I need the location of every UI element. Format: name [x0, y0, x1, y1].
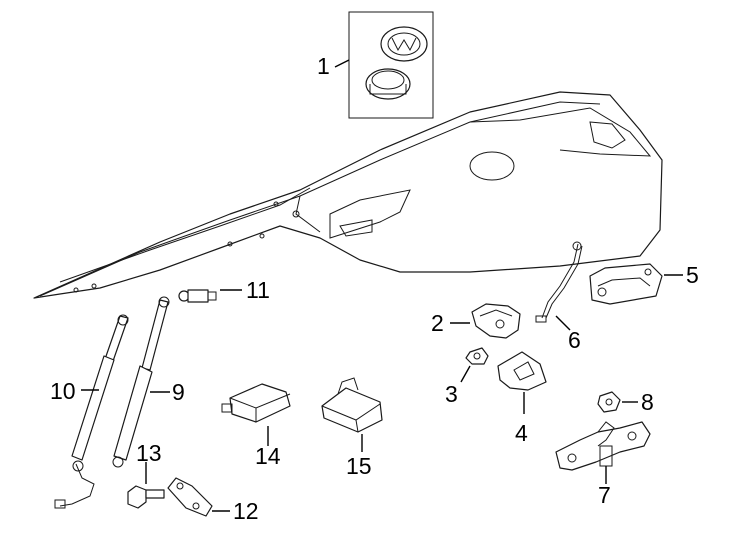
lock-actuator[interactable]	[589, 263, 663, 305]
lift-support-left[interactable]	[54, 314, 129, 509]
trunk-lid-latch[interactable]	[471, 303, 521, 339]
callout-14[interactable]: 14	[255, 443, 281, 469]
ball-stud[interactable]	[178, 289, 217, 303]
callout-9[interactable]: 9	[172, 379, 185, 405]
callout-4[interactable]: 4	[515, 420, 528, 446]
callout-12[interactable]: 12	[233, 498, 259, 524]
lift-support-right[interactable]	[112, 296, 170, 468]
callout-1[interactable]: 1	[317, 53, 330, 79]
bolt[interactable]	[127, 485, 165, 509]
release-cable[interactable]	[535, 241, 583, 323]
callout-7[interactable]: 7	[598, 482, 611, 508]
nut[interactable]	[597, 391, 621, 413]
leader-3	[460, 365, 471, 383]
emblem-box[interactable]	[348, 11, 434, 119]
callout-10[interactable]: 10	[50, 378, 76, 404]
clip-nut[interactable]	[465, 347, 489, 365]
striker-plate[interactable]	[555, 421, 651, 471]
callout-2[interactable]: 2	[431, 310, 444, 336]
light-module[interactable]	[321, 377, 383, 433]
callout-8[interactable]: 8	[641, 389, 654, 415]
callout-5[interactable]: 5	[686, 262, 699, 288]
control-module[interactable]	[221, 383, 291, 423]
leader-1	[334, 59, 350, 68]
callout-6[interactable]: 6	[568, 327, 581, 353]
trunk-lid-illustration	[33, 91, 663, 299]
latch-cover[interactable]	[497, 351, 547, 391]
callout-13[interactable]: 13	[136, 440, 162, 466]
callout-11[interactable]: 11	[246, 277, 270, 303]
callout-3[interactable]: 3	[445, 381, 458, 407]
leader-6	[555, 315, 571, 331]
callout-15[interactable]: 15	[346, 453, 372, 479]
bracket[interactable]	[167, 477, 213, 517]
